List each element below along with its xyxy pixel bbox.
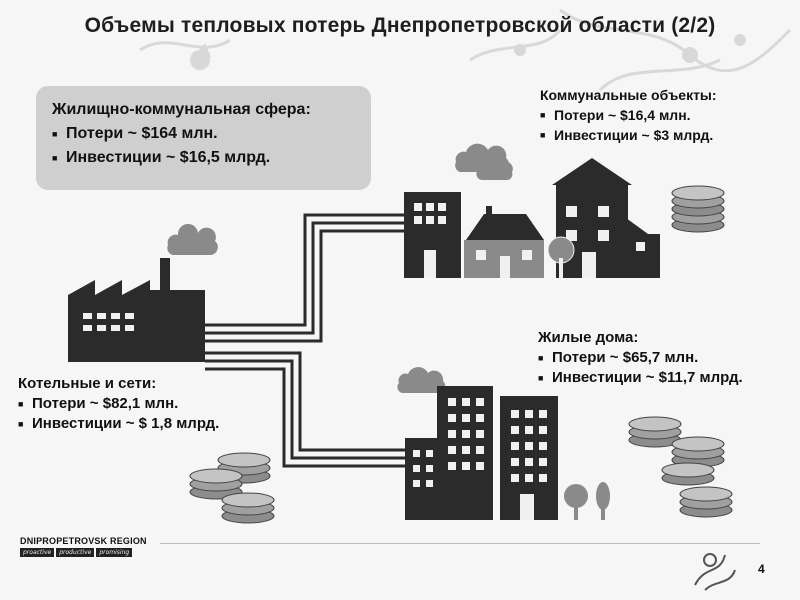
residential-list: Потери ~ $65,7 млн. Инвестиции ~ $11,7 м… (538, 348, 798, 388)
page-number: 4 (758, 562, 765, 576)
coins-boiler (189, 452, 275, 524)
logo-tag: proactive (20, 548, 55, 557)
residential-buildings-icon (397, 367, 610, 520)
logo-wordmark: DNIPROPETROVSK REGION (20, 536, 147, 546)
communal-losses: Потери ~ $16,4 млн. (540, 105, 790, 125)
boiler-investments: Инвестиции ~ $ 1,8 млрд. (18, 414, 298, 434)
factory-icon (68, 223, 218, 362)
floral-ornament-decoration (694, 553, 736, 591)
housing-investments: Инвестиции ~ $16,5 млрд. (52, 146, 355, 170)
footer-divider (160, 543, 760, 544)
logo-tag: productive (56, 548, 95, 557)
logo-tag: promising (96, 548, 133, 557)
boiler-title: Котельные и сети: (18, 375, 157, 392)
coins-communal (671, 185, 725, 233)
residential-losses: Потери ~ $65,7 млн. (538, 348, 798, 368)
coin-stack-icon (189, 185, 733, 524)
communal-title: Коммунальные объекты: (540, 87, 717, 103)
logo-taglines: proactive productive promising (20, 548, 147, 557)
residential-summary: Жилые дома: Потери ~ $65,7 млн. Инвестиц… (538, 328, 798, 388)
housing-summary-box: Жилищно-коммунальная сфера: Потери ~ $16… (36, 86, 371, 190)
residential-investments: Инвестиции ~ $11,7 млрд. (538, 368, 798, 388)
residential-title: Жилые дома: (538, 329, 639, 346)
communal-buildings-icon (404, 143, 660, 278)
region-logo: DNIPROPETROVSK REGION proactive producti… (20, 536, 147, 557)
coins-residential (628, 416, 733, 518)
communal-list: Потери ~ $16,4 млн. Инвестиции ~ $3 млрд… (540, 105, 790, 145)
boiler-losses: Потери ~ $82,1 млн. (18, 394, 298, 414)
floral-ornament-decoration (139, 8, 792, 92)
slide-title: Объемы тепловых потерь Днепропетровской … (84, 14, 716, 37)
communal-summary: Коммунальные объекты: Потери ~ $16,4 млн… (540, 85, 790, 145)
housing-list: Потери ~ $164 млн. Инвестиции ~ $16,5 мл… (52, 122, 355, 170)
housing-losses: Потери ~ $164 млн. (52, 122, 355, 146)
communal-investments: Инвестиции ~ $3 млрд. (540, 125, 790, 145)
boiler-summary: Котельные и сети: Потери ~ $82,1 млн. Ин… (18, 374, 298, 434)
housing-title: Жилищно-коммунальная сфера: (52, 101, 311, 118)
boiler-list: Потери ~ $82,1 млн. Инвестиции ~ $ 1,8 м… (18, 394, 298, 434)
